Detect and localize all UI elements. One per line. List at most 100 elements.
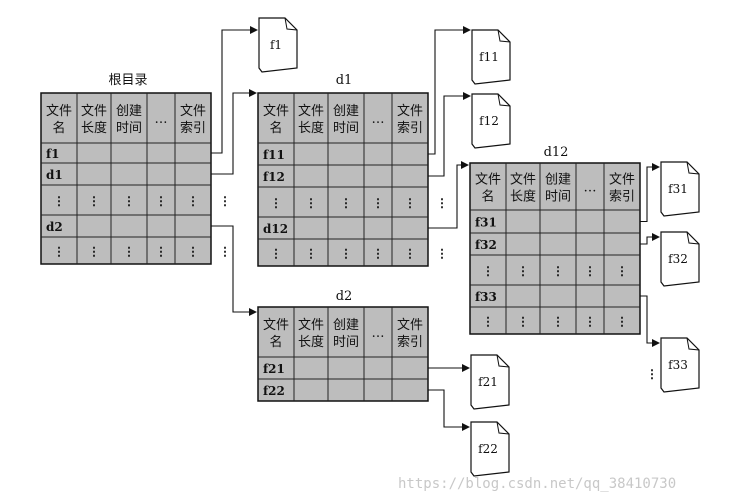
row-ellipsis: ⋮ [517, 264, 529, 278]
column-header: 长度 [298, 334, 324, 350]
column-header: 时间 [116, 121, 142, 136]
file-icon-f21: f21 [470, 354, 510, 410]
column-header: 创建 [116, 104, 142, 119]
column-header: 文件 [298, 104, 324, 119]
table-title-d12: d12 [544, 145, 569, 160]
file-icon-f1: f1 [258, 17, 298, 73]
column-header: 文件 [298, 318, 324, 333]
column-header: 文件 [81, 104, 107, 119]
file-icon-f12: f12 [471, 93, 511, 149]
row-ellipsis: ⋮ [404, 247, 416, 261]
row-name-f12: f12 [263, 170, 285, 184]
row-ellipsis: ⋮ [372, 196, 384, 210]
column-header: … [155, 112, 168, 127]
column-header: 文件 [263, 104, 289, 119]
row-ellipsis: ⋮ [88, 194, 100, 208]
file-label-f21: f21 [478, 375, 498, 389]
column-header: 时间 [333, 335, 359, 350]
row-ellipsis: ⋮ [584, 315, 596, 329]
row-ellipsis: ⋮ [372, 247, 384, 261]
side-ellipsis: ⋮ [436, 247, 448, 261]
column-header: 索引 [397, 121, 423, 136]
row-name-f33: f33 [475, 290, 497, 304]
row-ellipsis: ⋮ [155, 245, 167, 259]
row-ellipsis: ⋮ [552, 264, 564, 278]
column-header: 索引 [397, 335, 423, 350]
table-body [257, 92, 429, 267]
file-label-f33: f33 [668, 358, 688, 372]
column-header: 文件 [475, 173, 501, 188]
column-header: 文件 [397, 318, 423, 333]
table-body [257, 306, 429, 402]
file-icon-f33: f33 [660, 337, 700, 393]
file-label-f1: f1 [270, 38, 282, 52]
row-ellipsis: ⋮ [88, 245, 100, 259]
row-name-f31: f31 [475, 216, 497, 230]
column-header: 名 [52, 120, 65, 136]
column-header: 索引 [609, 190, 635, 205]
row-name-d12: d12 [263, 222, 288, 236]
file-icon-f11: f11 [471, 29, 511, 85]
row-ellipsis: ⋮ [584, 264, 596, 278]
table-body [469, 162, 641, 335]
table-title-root: 根目录 [108, 73, 147, 88]
column-header: 文件 [263, 318, 289, 333]
row-ellipsis: ⋮ [340, 196, 352, 210]
table-title-d2: d2 [336, 289, 353, 304]
row-name-f32: f32 [475, 238, 497, 252]
row-ellipsis: ⋮ [517, 315, 529, 329]
file-ellipsis: ⋮ [646, 367, 658, 381]
file-icon-f22: f22 [470, 421, 510, 477]
column-header: 名 [269, 334, 282, 350]
row-name-d2: d2 [46, 220, 63, 234]
row-name-d1: d1 [46, 168, 63, 182]
row-ellipsis: ⋮ [270, 196, 282, 210]
row-ellipsis: ⋮ [187, 194, 199, 208]
column-header: 文件 [180, 104, 206, 119]
row-ellipsis: ⋮ [305, 247, 317, 261]
column-header: 创建 [545, 173, 571, 188]
row-ellipsis: ⋮ [552, 315, 564, 329]
row-ellipsis: ⋮ [482, 264, 494, 278]
table-title-d1: d1 [336, 73, 353, 88]
row-ellipsis: ⋮ [123, 194, 135, 208]
column-header: 创建 [333, 104, 359, 119]
row-name-f21: f21 [263, 362, 285, 376]
row-ellipsis: ⋮ [305, 196, 317, 210]
column-header: … [372, 112, 385, 127]
row-ellipsis: ⋮ [155, 194, 167, 208]
row-name-f11: f11 [263, 148, 285, 162]
column-header: 创建 [333, 318, 359, 333]
row-ellipsis: ⋮ [482, 315, 494, 329]
file-icon-f32: f32 [660, 231, 700, 287]
file-label-f12: f12 [479, 114, 499, 128]
column-header: 名 [269, 120, 282, 136]
row-name-f1: f1 [46, 147, 60, 161]
column-header: 长度 [510, 189, 536, 205]
table-body [40, 92, 212, 265]
row-ellipsis: ⋮ [404, 196, 416, 210]
file-label-f32: f32 [668, 252, 688, 266]
column-header: 文件 [609, 173, 635, 188]
column-header: 文件 [46, 104, 72, 119]
row-ellipsis: ⋮ [53, 194, 65, 208]
row-ellipsis: ⋮ [270, 247, 282, 261]
row-ellipsis: ⋮ [187, 245, 199, 259]
column-header: 文件 [397, 104, 423, 119]
file-label-f31: f31 [668, 182, 688, 196]
row-ellipsis: ⋮ [616, 264, 628, 278]
column-header: … [372, 326, 385, 341]
row-ellipsis: ⋮ [340, 247, 352, 261]
column-header: 长度 [81, 120, 107, 136]
connector-arrows [211, 26, 660, 431]
side-ellipsis: ⋮ [436, 196, 448, 210]
row-ellipsis: ⋮ [616, 315, 628, 329]
side-ellipsis: ⋮ [219, 245, 231, 259]
file-label-f11: f11 [479, 50, 499, 64]
column-header: 名 [481, 189, 494, 205]
side-ellipsis: ⋮ [219, 194, 231, 208]
